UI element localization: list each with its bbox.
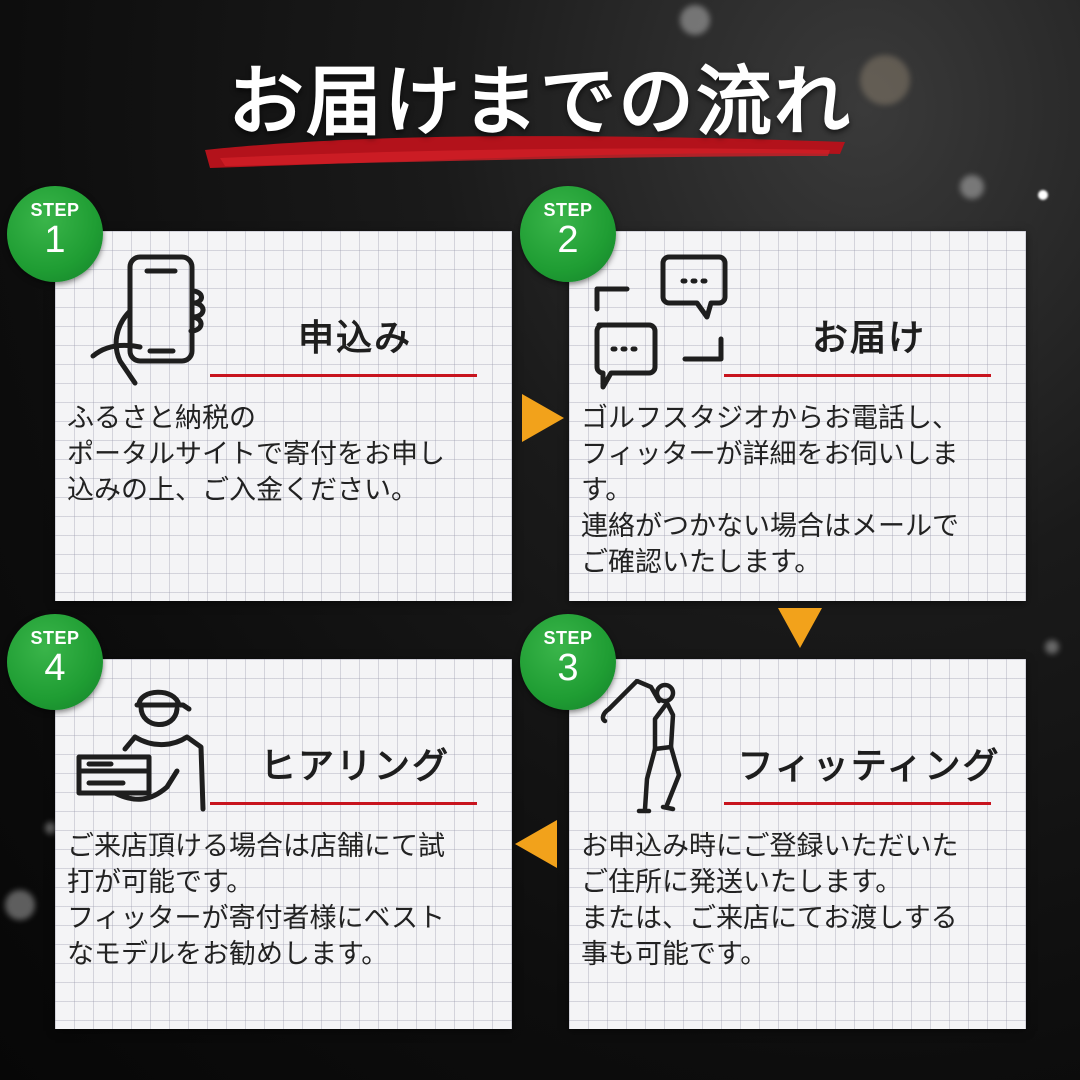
chat-bubbles-icon (594, 254, 728, 390)
step-title: お届け (811, 317, 926, 359)
step-card-4: ヒアリング ご来店頂ける場合は店舗にて試 打が可能です。 フィッターが寄付者様に… (55, 659, 512, 1029)
step-description: ご来店頂ける場合は店舗にて試 打が可能です。 フィッターが寄付者様にベスト なモ… (67, 831, 445, 970)
step-badge-3: STEP 3 (520, 614, 616, 710)
step-number: 1 (44, 219, 66, 261)
smartphone-hand-icon (90, 254, 206, 386)
page-title: お届けまでの流れ (228, 57, 852, 146)
step-number: 2 (557, 219, 579, 261)
step-description: ふるさと納税の ポータルサイトで寄付をお申し 込みの上、ご入金ください。 (67, 403, 445, 506)
title-rule (724, 374, 991, 377)
arrow-down-icon (778, 608, 822, 648)
step-card-1: 申込み ふるさと納税の ポータルサイトで寄付をお申し 込みの上、ご入金ください。 (55, 231, 512, 601)
step-card-2: お届け ゴルフスタジオからお電話し、 フィッターが詳細をお伺いしま す。 連絡が… (569, 231, 1026, 601)
step-label: STEP (543, 628, 593, 648)
title-rule (210, 374, 477, 377)
step-card-3: フィッティング お申込み時にご登録いただいた ご住所に発送いたします。 または、… (569, 659, 1026, 1029)
step-title: フィッティング (737, 745, 1001, 787)
arrow-right-icon (522, 394, 564, 442)
step-label: STEP (543, 200, 593, 220)
arrow-left-icon (515, 820, 557, 868)
step-label: STEP (30, 200, 80, 220)
sparkle-decoration (680, 5, 710, 35)
step-description: お申込み時にご登録いただいた ご住所に発送いたします。 または、ご来店にてお渡し… (581, 831, 959, 970)
step-badge-1: STEP 1 (7, 186, 103, 282)
brush-underline (205, 136, 845, 168)
step-number: 3 (557, 647, 579, 689)
sparkle-decoration (1038, 190, 1048, 200)
sparkle-decoration (1045, 640, 1059, 654)
step-badge-4: STEP 4 (7, 614, 103, 710)
step-title: 申込み (297, 317, 412, 359)
step-description: ゴルフスタジオからお電話し、 フィッターが詳細をお伺いしま す。 連絡がつかない… (581, 403, 959, 578)
sparkle-decoration (45, 822, 57, 834)
title-rule (210, 802, 477, 805)
header: お届けまでの流れ (0, 40, 1080, 168)
golfer-icon (600, 679, 682, 814)
sparkle-decoration (860, 55, 910, 105)
step-label: STEP (30, 628, 80, 648)
title-rule (724, 802, 991, 805)
delivery-person-icon (76, 689, 206, 812)
sparkle-decoration (960, 175, 984, 199)
sparkle-decoration (5, 890, 35, 920)
step-number: 4 (44, 647, 66, 689)
step-title: ヒアリング (259, 745, 450, 787)
step-badge-2: STEP 2 (520, 186, 616, 282)
